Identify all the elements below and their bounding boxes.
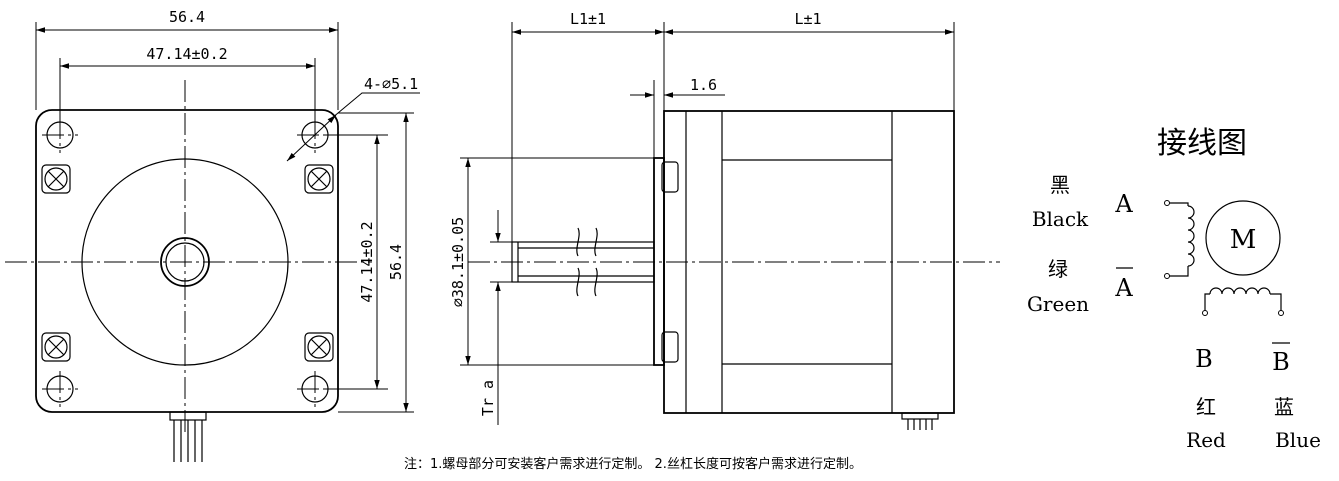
shaft-inner-circle — [165, 242, 205, 282]
coil-b — [1202, 287, 1284, 316]
lead-screw-outline — [511, 241, 655, 283]
dim-boss-dia-label: ⌀38.1±0.05 — [449, 217, 467, 307]
wiring-diagram: 接线图 M A A B B 黑 Black 绿 Green — [1027, 126, 1321, 452]
motor-symbol — [1205, 200, 1281, 276]
front-boss-circle — [81, 158, 289, 366]
wire4-en: Blue — [1275, 428, 1321, 452]
side-view: L1±1 L±1 1.6 ⌀38.1±0.05 Tr a — [449, 10, 1000, 430]
wire2-cn: 绿 — [1048, 257, 1068, 281]
coil-a — [1164, 200, 1195, 279]
wire1-en: Black — [1032, 207, 1089, 231]
dim-l1-label: L1±1 — [570, 10, 606, 28]
motor-label: M — [1230, 225, 1257, 255]
screw-tl — [41, 164, 71, 194]
hole-callout-leader — [286, 114, 337, 162]
dim-thread-label: Tr a — [479, 380, 497, 416]
phase-b-bar-label: B — [1272, 348, 1290, 376]
screw-bl — [41, 332, 71, 362]
drawing-note: 注：1.螺母部分可安装客户需求进行定制。 2.丝杠长度可按客户需求进行定制。 — [404, 456, 862, 472]
dim-overall-height-label: 56.4 — [387, 244, 405, 280]
wire4-cn: 蓝 — [1274, 395, 1294, 419]
front-lead-wires — [169, 411, 207, 462]
screw-br — [304, 332, 334, 362]
dim-flange-thk-label: 1.6 — [690, 76, 717, 94]
wire3-cn: 红 — [1196, 395, 1216, 419]
side-connector — [901, 412, 939, 430]
shaft-outer-circle — [160, 237, 210, 287]
dim-hole-spacing-h-label: 47.14±0.2 — [146, 45, 227, 63]
wire2-en: Green — [1027, 292, 1089, 316]
body-screws — [41, 164, 334, 362]
dim-hole-spacing-v-label: 47.14±0.2 — [358, 221, 376, 302]
dim-overall-width-label: 56.4 — [169, 8, 205, 26]
wiring-title: 接线图 — [1157, 126, 1247, 161]
screw-tr — [304, 164, 334, 194]
front-view: 56.4 47.14±0.2 4-⌀5.1 47.14±0.2 56.4 — [5, 8, 420, 462]
hole-callout-label: 4-⌀5.1 — [364, 75, 418, 93]
phase-b-label: B — [1195, 345, 1213, 373]
dim-l-label: L±1 — [794, 10, 821, 28]
wire3-en: Red — [1186, 428, 1226, 452]
phase-a-label: A — [1114, 190, 1133, 218]
wire1-cn: 黑 — [1050, 173, 1070, 197]
lead-screw — [511, 227, 655, 297]
phase-a-bar-label: A — [1114, 274, 1133, 302]
